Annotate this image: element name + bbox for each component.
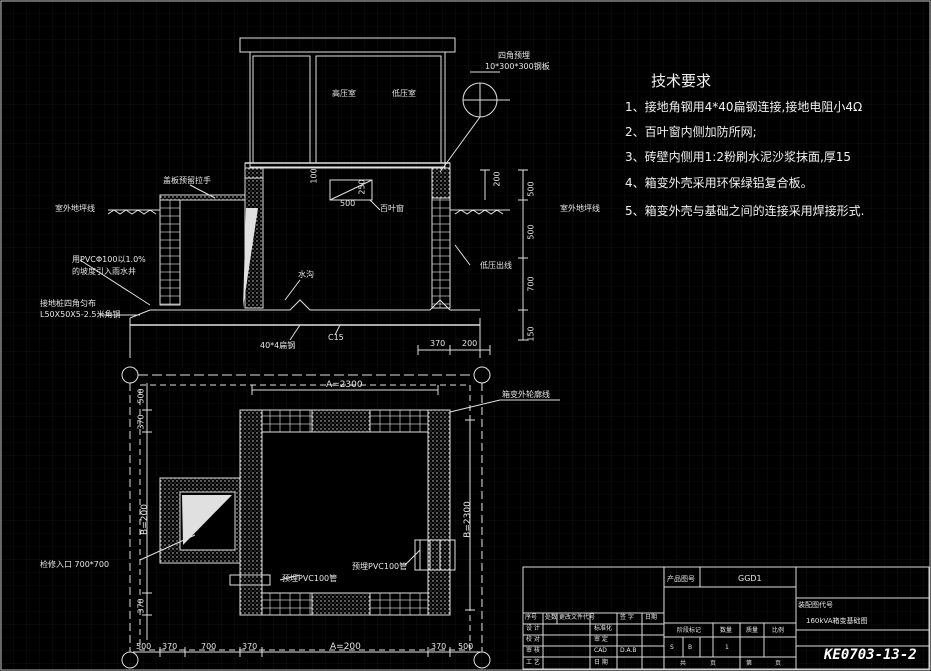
- cover-handle-label: 盖板预留拉手: [163, 176, 211, 185]
- title-block: [522, 566, 930, 670]
- dim-200-top: 200: [492, 171, 502, 187]
- hv-room-label: 高压室: [332, 89, 356, 98]
- tb-check: 校 对: [526, 636, 540, 643]
- tb-total-label: 共: [680, 660, 687, 667]
- tb-stage-label: 阶段标记: [677, 627, 702, 634]
- plan-wall-left: [239, 409, 263, 616]
- louver-label: 百叶窗: [380, 204, 404, 213]
- dim-500-b: 500: [526, 224, 536, 240]
- tb-sheet-label: 第: [746, 660, 753, 667]
- dim-150: 150: [526, 326, 536, 342]
- tb-drawing-name: 160kVA箱变基础图: [806, 617, 868, 625]
- inner-wedge: [243, 208, 258, 308]
- elevation-view: [79, 37, 528, 358]
- tb-stage-b: B: [688, 644, 693, 651]
- left-wall-top: [244, 167, 264, 179]
- tb-dab: D.A.B: [620, 647, 637, 654]
- pvc-right-label: 预埋PVC100管: [352, 562, 408, 571]
- bottom-dim-370-b: 370: [242, 642, 258, 651]
- dim-250: 250: [357, 179, 367, 195]
- tb-h-no: 序号: [525, 614, 538, 621]
- dim-500-a: 500: [526, 181, 536, 197]
- tb-h-docno: 更改文件代号: [559, 614, 596, 621]
- requirement-item-4: 4、箱变外壳采用环保绿铝复合板。: [625, 176, 813, 190]
- tb-part-name-label: 装配图代号: [798, 601, 833, 609]
- bottom-dim-500-right: 500: [458, 642, 474, 651]
- tb-scale-label: 比例: [772, 627, 785, 634]
- tb-qty-label: 数量: [720, 627, 733, 634]
- drawing-number: KE0703-13-2: [824, 647, 917, 663]
- tb-design: 设 计: [526, 625, 540, 632]
- tb-date: 日 期: [594, 659, 608, 666]
- tb-craft: 工 艺: [526, 659, 540, 666]
- cabinet-body: [249, 51, 446, 168]
- tb-h-sign: 签 字: [620, 614, 634, 621]
- dim-370-elev: 370: [430, 339, 446, 348]
- tb-product-code: GGD1: [738, 574, 762, 583]
- flat-steel-label: 40*4扁钢: [260, 341, 296, 350]
- bottom-dim-370-c: 370: [431, 642, 447, 651]
- dim-a-bottom: A=200: [330, 642, 361, 652]
- ground-line-left-label: 室外地坪线: [55, 204, 95, 213]
- side-dim-500: 500: [136, 388, 146, 404]
- tb-audit: 审 核: [526, 647, 540, 654]
- dim-200-elev: 200: [462, 339, 478, 348]
- requirements-title: 技术要求: [651, 72, 712, 90]
- right-brick-wall: [431, 197, 451, 309]
- requirement-item-5: 5、箱变外壳与基础之间的连接采用焊接形式.: [625, 204, 865, 218]
- plan-wall-right: [427, 409, 451, 616]
- manhole-label: 检修入口 700*700: [40, 560, 110, 569]
- tb-page-label: 页: [710, 660, 717, 667]
- tb-stage-s: S: [670, 644, 674, 651]
- dim-500-louver: 500: [340, 199, 356, 208]
- ground-line-right-label: 室外地坪线: [560, 204, 600, 213]
- tb-cad: CAD: [594, 647, 607, 654]
- bottom-dim-500-left: 500: [136, 642, 152, 651]
- tb-review: 审 定: [594, 636, 608, 643]
- left-brick-wall: [159, 199, 181, 306]
- requirement-item-2: 2、百叶窗内侧加防所网;: [625, 125, 757, 139]
- lv-room-label: 低压室: [392, 89, 416, 98]
- side-dim-370-top: 370: [136, 414, 146, 430]
- requirement-item-3: 3、砖壁内侧用1:2粉刷水泥沙浆抹面,厚15: [625, 150, 852, 164]
- dim-100: 100: [309, 168, 319, 184]
- tb-h-zone: 处数: [545, 614, 558, 621]
- dim-b-right: B=2300: [462, 501, 473, 538]
- tb-qty: 1: [725, 644, 729, 651]
- dim-b-left: B=200: [139, 504, 150, 535]
- tb-h-date: 日期: [645, 614, 658, 621]
- right-wall-top: [431, 167, 451, 199]
- pvc-note-1: 用PVCΦ100以1.0%: [72, 255, 146, 264]
- tb-page-label-2: 页: [775, 660, 782, 667]
- ground-angle-note-2: L50X50X5-2.5米角钢: [40, 310, 121, 319]
- ground-angle-note-1: 接地桩四角匀布: [40, 299, 96, 308]
- pvc-note-2: 的坡度引入雨水井: [72, 267, 136, 276]
- bottom-dim-370-a: 370: [162, 642, 178, 651]
- pvc-left-label: 预埋PVC100管: [282, 574, 338, 583]
- ditch-label: 水沟: [298, 270, 314, 279]
- tb-weight-label: 质量: [746, 627, 759, 634]
- side-dim-370-bottom: 370: [136, 598, 146, 614]
- embedded-plate-spec: 10*300*300钢板: [485, 62, 550, 71]
- tb-product-code-label: 产品图号: [667, 575, 695, 583]
- plan-view: [121, 366, 560, 669]
- tb-std: 标准化: [594, 625, 613, 632]
- dim-a-top: A=2300: [326, 380, 363, 390]
- requirement-item-1: 1、接地角钢用4*40扁钢连接,接地电阻小4Ω: [625, 100, 863, 114]
- lv-outlet-label: 低压出线: [480, 261, 512, 270]
- bottom-dim-700: 700: [201, 642, 217, 651]
- outline-label: 箱变外轮廓线: [502, 390, 550, 399]
- dim-700: 700: [526, 276, 536, 292]
- concrete-label: C15: [328, 333, 344, 342]
- embedded-plate-label: 四角预埋: [498, 51, 530, 60]
